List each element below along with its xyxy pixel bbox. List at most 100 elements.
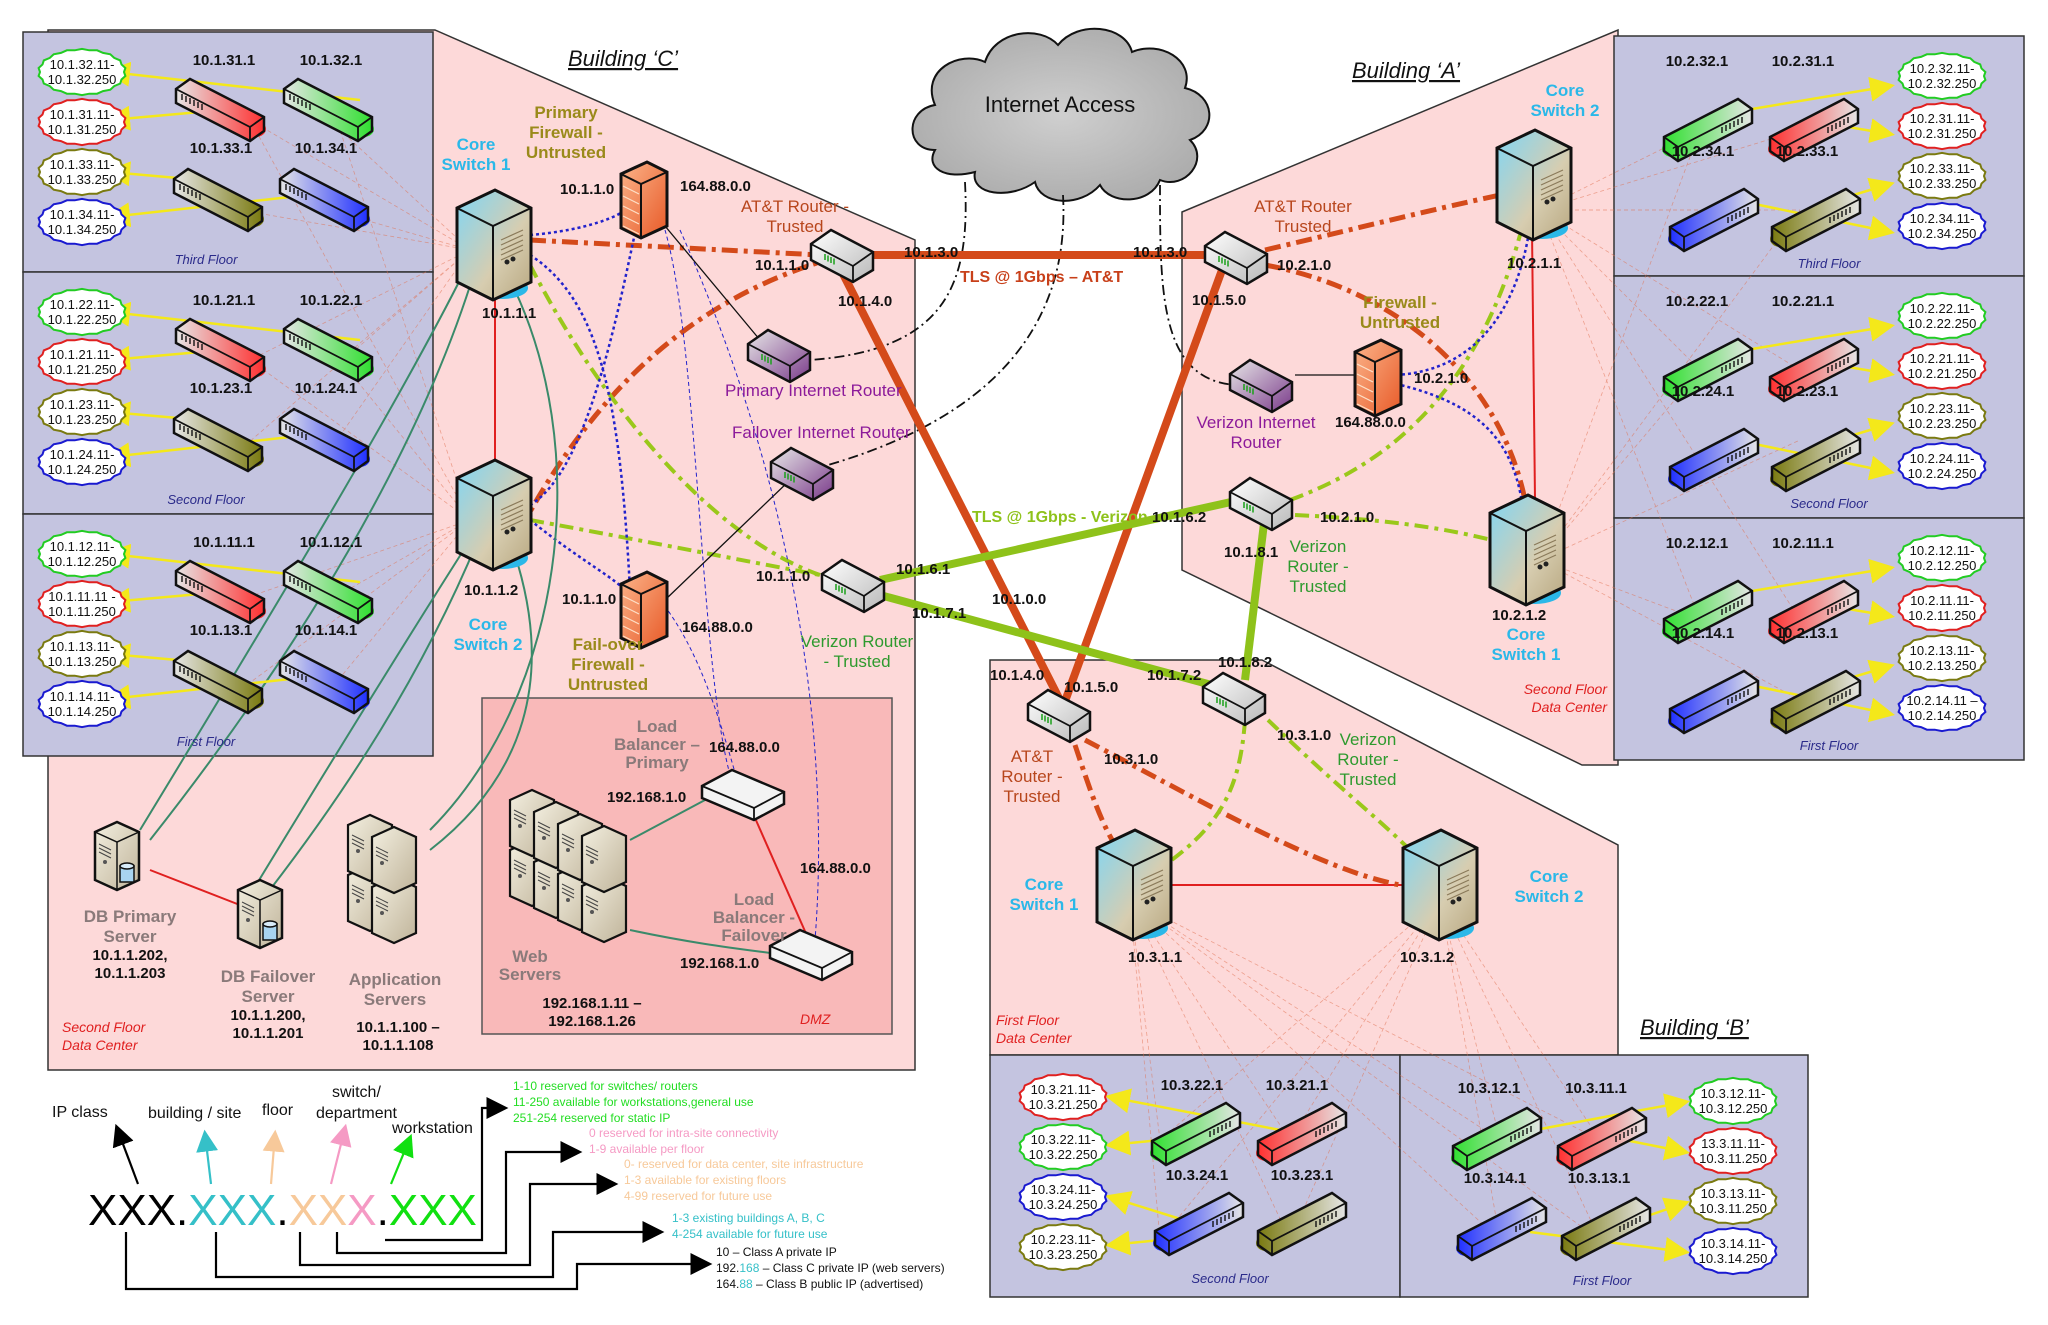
bc-db-primary-server[interactable]	[93, 820, 141, 892]
ba-floor2-switch-0[interactable]	[1662, 579, 1754, 645]
switch-ip: 10.1.23.1	[190, 380, 253, 397]
bc-floor0-switch-0[interactable]	[174, 77, 266, 143]
workstation-range: 10.2.31.11-10.2.31.250	[1897, 101, 1987, 151]
bc-floor2-switch-0[interactable]	[174, 559, 266, 625]
floor-name: First Floor	[177, 734, 236, 749]
bb-core-switch-2[interactable]	[1401, 828, 1479, 942]
bc-primary-inet-router-label: Primary Internet Router	[725, 381, 902, 400]
bc-floor0-switch-1[interactable]	[282, 77, 374, 143]
workstation-range: 10.2.22.11-10.2.22.250	[1897, 291, 1987, 341]
bc-failover-firewall[interactable]	[619, 570, 669, 650]
workstation-range: 10.3.24.11-10.3.24.250	[1018, 1172, 1108, 1222]
bc-core-switch-2[interactable]	[455, 458, 533, 572]
legend-floor: floor	[262, 1102, 294, 1119]
bb-verizon-router-ip-a: 10.1.7.2	[1147, 667, 1201, 684]
ba-floor2-switch-1[interactable]	[1768, 579, 1860, 645]
bb-att-router[interactable]	[1026, 688, 1092, 744]
bc-core-switch-1[interactable]	[455, 188, 533, 302]
workstation-range: 10.3.22.11-10.3.22.250	[1018, 1122, 1108, 1172]
bc-db-failover-server[interactable]	[236, 878, 284, 950]
internet-cloud[interactable]: Internet Access	[911, 27, 1211, 202]
internet-uplinks	[809, 181, 1251, 471]
switch-ip: 10.3.13.1	[1568, 1170, 1631, 1187]
bc-floor2-switch-2[interactable]	[172, 649, 264, 715]
bc-floor1-switch-3[interactable]	[278, 407, 370, 473]
bc-floor0-switch-2[interactable]	[172, 167, 264, 233]
switch-ip: 10.2.21.1	[1772, 293, 1835, 310]
ba-att-router-ip-wan: 10.1.3.0	[1133, 244, 1187, 261]
range-text: 10.1.12.11-10.1.12.250	[48, 539, 117, 569]
bb-floor0-switch-1[interactable]	[1256, 1101, 1348, 1167]
ba-att-router-ip-b: 10.1.5.0	[1192, 292, 1246, 309]
workstation-range: 10.3.14.11-10.3.14.250	[1688, 1226, 1778, 1276]
ba-floor1-switch-3[interactable]	[1770, 427, 1862, 493]
bb-core-switch-1[interactable]	[1095, 828, 1173, 942]
legend-switch-2: department	[316, 1105, 397, 1122]
bc-floor1-switch-0[interactable]	[174, 317, 266, 383]
ba-floor0-switch-2[interactable]	[1668, 187, 1760, 253]
range-text: 10.1.22.11-10.1.22.250	[48, 297, 117, 327]
bb-floor1-switch-2[interactable]	[1456, 1196, 1548, 1262]
ba-core-switch-2[interactable]	[1495, 128, 1573, 242]
workstation-range: 10.1.34.11-10.1.34.250	[37, 197, 127, 247]
bc-floor2-switch-1[interactable]	[282, 559, 374, 625]
bc-primary-internet-router[interactable]	[746, 328, 812, 384]
bc-floor1-switch-1[interactable]	[282, 317, 374, 383]
floor-name: Second Floor	[1790, 496, 1868, 511]
bc-failover-internet-router[interactable]	[769, 446, 835, 502]
ba-verizon-internet-router[interactable]	[1228, 358, 1294, 414]
ba-floor0-switch-1[interactable]	[1768, 97, 1860, 163]
ba-floor1-switch-0[interactable]	[1662, 337, 1754, 403]
workstation-range: 10.2.23.11-10.2.23.250	[1897, 391, 1987, 441]
bb-att-router-ip-b: 10.1.5.0	[1064, 679, 1118, 696]
ba-floor2-switch-3[interactable]	[1770, 669, 1862, 735]
ba-core-switch-1[interactable]	[1488, 493, 1566, 607]
bb-floor1-switch-3[interactable]	[1560, 1196, 1652, 1262]
switch-ip: 10.1.13.1	[190, 622, 253, 639]
workstation-range: 10.2.34.11-10.2.34.250	[1897, 201, 1987, 251]
dmz-load-balancer-primary[interactable]	[700, 768, 786, 822]
bb-floor0-switch-0[interactable]	[1150, 1101, 1242, 1167]
dmz-label: DMZ	[800, 1011, 831, 1027]
bb-verizon-router[interactable]	[1201, 671, 1267, 727]
bc-primary-firewall[interactable]	[619, 160, 669, 240]
dmz-web-servers[interactable]	[508, 788, 628, 944]
ba-floor0-switch-0[interactable]	[1662, 97, 1754, 163]
bc-floor0-switch-3[interactable]	[278, 167, 370, 233]
ba-floor1-switch-2[interactable]	[1668, 427, 1760, 493]
ba-firewall[interactable]	[1353, 338, 1403, 418]
bb-floor1-switch-0[interactable]	[1451, 1106, 1543, 1172]
bb-floor0-switch-3[interactable]	[1256, 1191, 1348, 1257]
bc-primary-fw-ip-out: 164.88.0.0	[680, 178, 751, 195]
ba-att-router[interactable]	[1203, 230, 1269, 286]
bc-floor1-switch-2[interactable]	[172, 407, 264, 473]
ba-floor2-switch-2[interactable]	[1668, 669, 1760, 735]
workstation-range: 10.2.13.11-10.2.13.250	[1897, 633, 1987, 683]
workstation-range: 10.1.23.11-10.1.23.250	[37, 387, 127, 437]
range-text: 10.2.21.11-10.2.21.250	[1908, 351, 1977, 381]
uplink-arrow	[1624, 1135, 1690, 1161]
dmz-load-balancer-failover[interactable]	[768, 928, 854, 982]
range-text: 10.1.14.11-10.1.14.250	[48, 689, 117, 719]
ba-floor0-switch-3[interactable]	[1770, 187, 1862, 253]
bb-floor1-switch-1[interactable]	[1556, 1106, 1648, 1172]
range-text: 10.3.12.11-10.3.12.250	[1699, 1086, 1768, 1116]
ba-verizon-router[interactable]	[1228, 476, 1294, 532]
ba-floor1-switch-1[interactable]	[1768, 337, 1860, 403]
tls-att-label: TLS @ 1Gbps – AT&T	[960, 269, 1123, 286]
bc-failover-inet-router-label: Failover Internet Router	[732, 423, 911, 442]
bc-floor2-switch-3[interactable]	[278, 649, 370, 715]
bc-application-servers[interactable]	[346, 813, 418, 945]
bc-verizon-router[interactable]	[820, 558, 886, 614]
ba-verizon-router-ip-b: 10.1.8.1	[1224, 544, 1278, 561]
switch-ip: 10.1.12.1	[300, 534, 363, 551]
range-text: 10.2.31.11-10.2.31.250	[1908, 111, 1977, 141]
bc-att-router[interactable]	[809, 228, 875, 284]
bb-floor0-switch-2[interactable]	[1153, 1191, 1245, 1257]
